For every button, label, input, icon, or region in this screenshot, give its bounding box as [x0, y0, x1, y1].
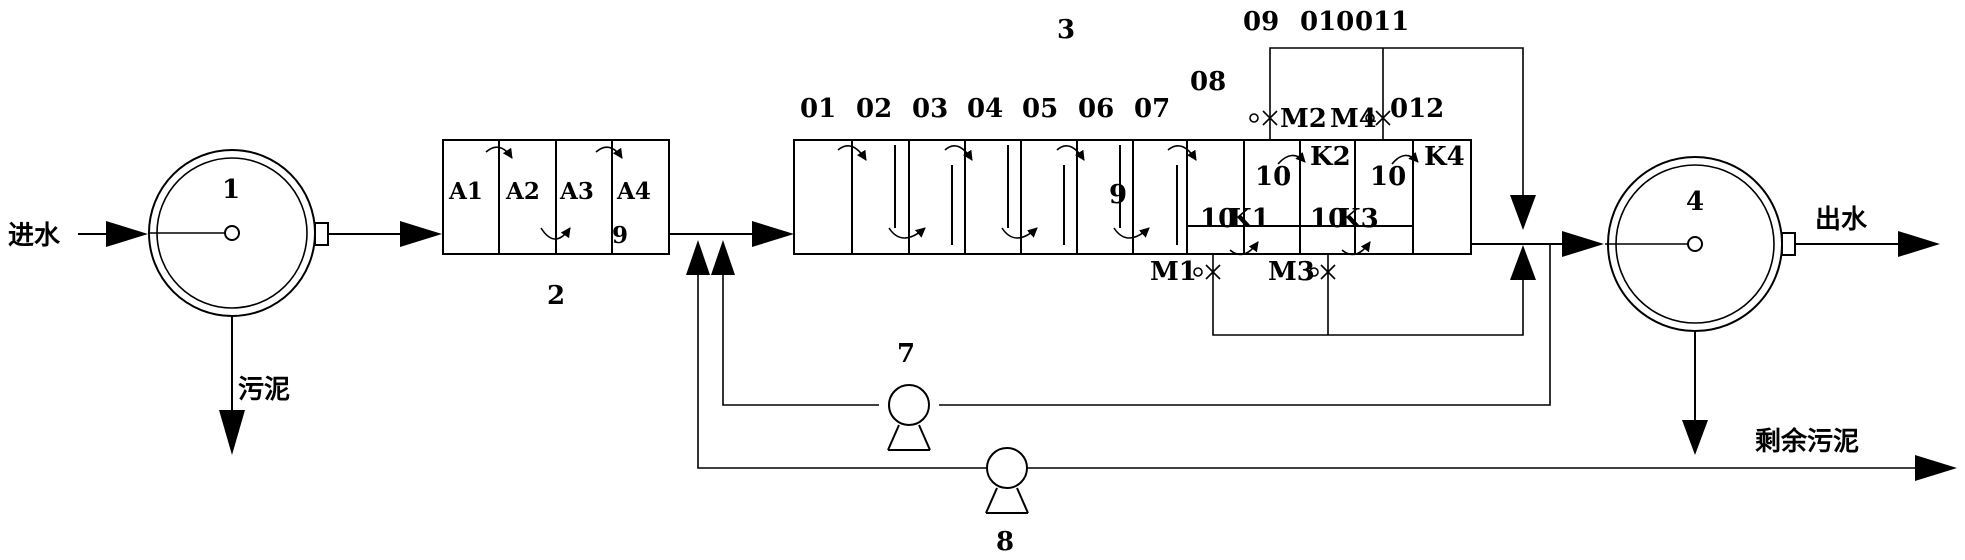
flow-under-arrow-icon	[540, 227, 571, 240]
chamber-k1: K1	[1229, 204, 1270, 234]
main-cell-03: 03	[912, 94, 948, 124]
outlet-arrow-icon	[1898, 231, 1940, 257]
chamber-ten-4: 10	[1310, 204, 1346, 234]
main-cell-07: 07	[1134, 94, 1170, 124]
return-pump-number: 7	[897, 339, 915, 369]
main-cell-012: 012	[1390, 94, 1444, 124]
valve-m3-label: M3	[1268, 257, 1315, 287]
valve-m4-icon	[1375, 110, 1391, 126]
main-cell-02: 02	[856, 94, 892, 124]
flow-over-arrow-icon	[595, 146, 623, 159]
flow-over-arrow-icon	[944, 144, 973, 161]
return-sludge-loop: 7	[722, 244, 1551, 451]
valve-m1-icon	[1205, 264, 1221, 280]
anaerobic-cell-a3: A3	[559, 178, 594, 205]
secondary-clarifier-center-icon	[1687, 236, 1703, 252]
excess-sludge-arrow-icon	[1915, 455, 1957, 481]
anaerobic-tank: A1 A2 A3 A4 9 2	[442, 139, 670, 311]
main-reactor: 10 10 10 10 K1 K2 K3 K4 9 01 02 03 04 05…	[793, 7, 1472, 256]
main-cell-011: 011	[1355, 7, 1409, 37]
chamber-ten-1: 10	[1255, 162, 1291, 192]
valve-m2-label: M2	[1280, 104, 1327, 134]
main-cell-010: 010	[1300, 7, 1354, 37]
excess-sludge-line: 8 剩余污泥	[697, 275, 1957, 557]
flow-over-arrow-icon	[1056, 144, 1085, 161]
primary-clarifier-outlet-box	[314, 222, 329, 246]
main-cell-09: 09	[1243, 7, 1279, 37]
main-cell-08: 08	[1190, 67, 1226, 97]
primary-to-anaerobic-arrow-icon	[400, 221, 442, 247]
excess-line-left	[697, 275, 987, 469]
flow-under-arrow-icon	[1229, 241, 1259, 256]
chamber-k2: K2	[1310, 142, 1351, 172]
flow-under-arrow-icon	[888, 227, 926, 239]
bottom-bypass-line	[1212, 254, 1524, 336]
top-bypass: M2 M4	[1249, 47, 1524, 205]
flow-over-arrow-icon	[1277, 152, 1306, 165]
flow-over-arrow-icon	[837, 144, 867, 161]
primary-sludge-flow: 污泥	[219, 316, 290, 455]
primary-sludge-arrow-icon	[219, 410, 245, 455]
main-cell-06: 06	[1078, 94, 1114, 124]
outlet-flow: 出水	[1795, 205, 1940, 257]
return-pump-icon	[888, 384, 930, 426]
valve-m4-label: M4	[1330, 104, 1377, 134]
chamber-k4: K4	[1424, 142, 1465, 172]
sludge-label: 污泥	[238, 375, 290, 405]
anaerobic-cell-a1: A1	[448, 178, 483, 205]
valve-m3-icon	[1309, 267, 1319, 277]
anaerobic-to-main-arrow-icon	[752, 221, 794, 247]
chamber-k3: K3	[1338, 204, 1379, 234]
excess-pump-stand	[985, 487, 1029, 514]
flow-under-arrow-icon	[1113, 227, 1150, 239]
return-arrow-icon	[686, 240, 710, 275]
top-bypass-line	[1269, 47, 1524, 205]
return-line-left	[722, 275, 879, 406]
chamber-ten-2: 10	[1370, 162, 1406, 192]
return-line-right	[939, 244, 1551, 406]
valve-m4-icon	[1365, 113, 1375, 123]
valve-m3-icon	[1320, 264, 1336, 280]
excess-pump-number: 8	[996, 527, 1014, 557]
secondary-clarifier-number: 4	[1686, 187, 1704, 217]
primary-clarifier: 1	[148, 149, 329, 317]
secondary-clarifier-outlet-box	[1781, 232, 1796, 256]
anaerobic-tank-number: 2	[547, 281, 565, 311]
return-pump-stand	[887, 424, 931, 451]
outlet-label: 出水	[1815, 205, 1868, 235]
primary-clarifier-number: 1	[222, 175, 240, 205]
primary-clarifier-center-icon	[224, 225, 240, 241]
main-to-secondary-arrow-icon	[1562, 231, 1604, 257]
flow-under-arrow-icon	[1341, 241, 1371, 256]
valve-m2-icon	[1249, 113, 1259, 123]
main-cell-05: 05	[1022, 94, 1058, 124]
flow-under-arrow-icon	[1001, 227, 1038, 239]
flow-over-arrow-icon	[485, 146, 513, 159]
valve-m1-label: M1	[1150, 257, 1197, 287]
main-cell-04: 04	[967, 94, 1003, 124]
secondary-sludge-arrow-icon	[1682, 420, 1708, 455]
secondary-clarifier: 4	[1605, 156, 1796, 332]
chamber-ten-3: 10	[1200, 204, 1236, 234]
inlet-arrow-icon	[106, 221, 148, 247]
excess-sludge-label: 剩余污泥	[1755, 426, 1859, 457]
flow-over-arrow-icon	[1391, 152, 1419, 165]
inlet-label: 进水	[8, 221, 61, 251]
flow-over-arrow-icon	[1167, 144, 1197, 161]
anaerobic-cell-a2: A2	[505, 178, 540, 205]
anaerobic-cell-a4: A4	[616, 178, 651, 205]
valve-m1-icon	[1193, 267, 1203, 277]
return-arrow-icon	[711, 240, 735, 275]
main-nine: 9	[1109, 180, 1127, 210]
merge-arrow-icon	[1510, 195, 1536, 230]
bottom-bypass: M1 M3	[1150, 254, 1524, 336]
excess-pump-icon	[986, 447, 1028, 489]
main-cell-01: 01	[800, 94, 836, 124]
main-reactor-number: 3	[1057, 15, 1075, 45]
inlet-flow: 进水	[8, 221, 148, 251]
merge-arrow-icon	[1510, 245, 1536, 280]
valve-m2-icon	[1262, 110, 1278, 126]
anaerobic-nine: 9	[612, 222, 628, 249]
